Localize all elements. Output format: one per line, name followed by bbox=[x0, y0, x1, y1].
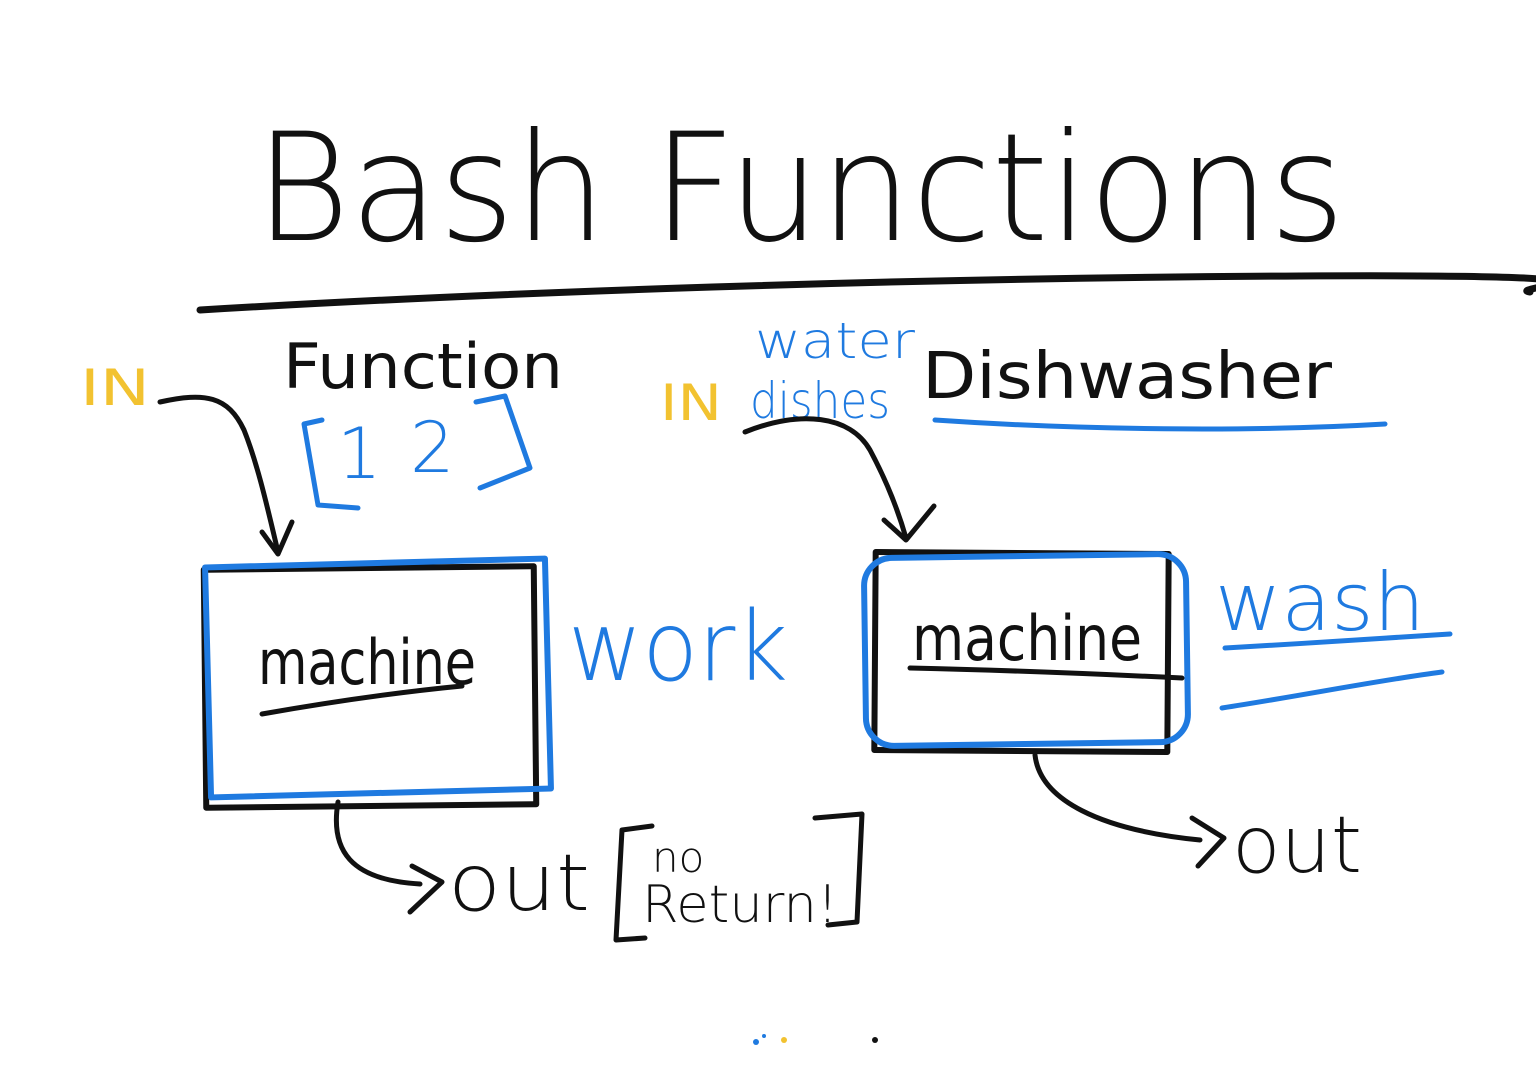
stray-dot-black bbox=[872, 1037, 878, 1043]
arg-1: 1 bbox=[337, 413, 382, 495]
note-left-bracket bbox=[613, 823, 655, 943]
dishwasher-in-arrowhead bbox=[881, 503, 937, 543]
args-left-bracket bbox=[301, 417, 361, 511]
dishwasher-machine-underline bbox=[907, 665, 1185, 681]
function-out-label: out bbox=[448, 839, 590, 929]
function-out-arrowhead bbox=[407, 863, 445, 915]
note-right-bracket bbox=[812, 811, 865, 928]
dishwasher-in-label: IN bbox=[660, 374, 722, 432]
dishwasher-heading: Dishwasher bbox=[922, 340, 1333, 414]
stray-dot-blue bbox=[753, 1039, 759, 1045]
dishwasher-machine-label: machine bbox=[912, 602, 1142, 675]
note-line-1: no bbox=[652, 833, 704, 882]
function-machine-box-highlight bbox=[202, 555, 554, 801]
dishwasher-out-arrow bbox=[1032, 752, 1203, 843]
title-divider bbox=[196, 272, 1536, 314]
function-machine-box bbox=[200, 563, 540, 811]
wash-underline-1 bbox=[1222, 631, 1453, 651]
function-in-label: IN bbox=[80, 359, 150, 417]
diagram-title: Bash Functions bbox=[255, 102, 1345, 276]
dishwasher-machine-box-highlight bbox=[861, 551, 1191, 749]
arg-2: 2 bbox=[410, 407, 455, 489]
wash-underline-2 bbox=[1219, 669, 1445, 711]
function-out-arrow bbox=[333, 799, 423, 887]
function-in-arrow bbox=[157, 394, 281, 555]
stray-dot-blue-2 bbox=[762, 1034, 766, 1038]
function-machine-underline bbox=[259, 683, 465, 717]
function-in-arrowhead bbox=[259, 519, 295, 557]
dishwasher-action-label: wash bbox=[1215, 556, 1425, 649]
function-heading: Function bbox=[283, 330, 563, 403]
function-action-label: work bbox=[568, 591, 788, 703]
dishwasher-input-water: water bbox=[755, 312, 915, 370]
dishwasher-out-arrowhead bbox=[1189, 815, 1227, 869]
dishwasher-machine-box bbox=[871, 548, 1172, 756]
dishwasher-out-label: out bbox=[1232, 801, 1362, 891]
args-right-bracket bbox=[473, 393, 533, 491]
dishwasher-in-arrow bbox=[742, 416, 909, 541]
note-line-2: Return! bbox=[642, 875, 838, 935]
stray-dot-yellow bbox=[781, 1037, 787, 1043]
dishwasher-heading-underline bbox=[932, 417, 1388, 432]
